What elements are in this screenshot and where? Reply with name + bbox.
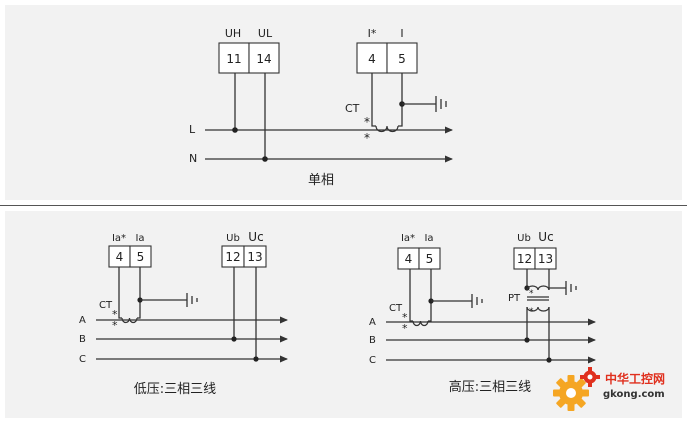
single-phase-panel	[5, 5, 682, 200]
terminal-box-13	[243, 245, 267, 268]
single-phase-diagram: UH UL I* I 11 14 4 5 CT * *	[189, 27, 453, 188]
ct-label: CT	[99, 300, 113, 311]
ct-polarity-mark-2: *	[364, 131, 370, 145]
terminal-box-5	[386, 42, 418, 74]
terminal-box-4	[356, 42, 388, 74]
line-label-l: L	[189, 123, 196, 136]
pt-label: PT	[508, 293, 521, 304]
pt-polarity-mark-1: *	[529, 289, 534, 299]
wire-ia-star-to-ct	[118, 267, 122, 319]
junction-dot	[232, 127, 238, 133]
line-label-b: B	[79, 334, 86, 345]
junction-dot	[524, 337, 530, 343]
terminal-label-uh: UH	[225, 27, 241, 40]
high-voltage-diagram: Ia* Ia Ub Uc 4 5 12 13 CT * *	[369, 230, 596, 395]
caption-low-voltage: 低压:三相三线	[134, 382, 216, 397]
terminal-box-13	[534, 247, 557, 270]
terminal-label-ia-star: Ia*	[112, 233, 126, 244]
ct-polarity-mark-1: *	[402, 311, 408, 324]
terminal-number-13: 13	[247, 250, 262, 264]
terminal-label-i-star: I*	[368, 27, 377, 40]
terminal-number-5: 5	[398, 52, 406, 66]
wire-ia-to-ct	[137, 267, 141, 319]
watermark-text: 中华工控网	[605, 371, 665, 386]
terminal-label-ia: Ia	[424, 233, 433, 244]
line-label-b: B	[369, 335, 376, 346]
caption-high-voltage: 高压:三相三线	[449, 379, 531, 395]
junction-dot	[262, 156, 268, 162]
pt-polarity-mark-2: *	[529, 307, 534, 317]
terminal-label-uc: Uc	[538, 230, 553, 244]
junction-dot	[253, 356, 259, 362]
line-label-n: N	[189, 152, 197, 165]
line-label-a: A	[79, 315, 86, 326]
terminal-number-4: 4	[368, 52, 376, 66]
terminal-label-ub: Ub	[226, 233, 240, 244]
ct-label: CT	[389, 303, 403, 314]
gear-icon	[580, 367, 600, 387]
caption-single-phase: 单相	[308, 173, 334, 188]
junction-dot	[546, 357, 552, 363]
ct-coil	[121, 317, 138, 324]
terminal-number-12: 12	[517, 252, 532, 266]
gear-icon	[553, 375, 589, 411]
terminal-number-5: 5	[137, 250, 145, 264]
ct-polarity-mark-2: *	[112, 319, 118, 332]
wire-ia-to-ct	[428, 269, 432, 322]
ground-icon	[565, 281, 577, 295]
low-voltage-diagram: Ia* Ia Ub Uc 4 5 12 13 CT * *	[79, 230, 288, 397]
terminal-number-11: 11	[226, 52, 241, 66]
terminal-label-ia: Ia	[135, 233, 144, 244]
ct-polarity-mark-2: *	[402, 322, 408, 335]
terminal-box-14	[248, 42, 280, 74]
line-label-a: A	[369, 317, 376, 328]
line-label-c: C	[369, 355, 376, 366]
ct-polarity-mark-1: *	[112, 308, 118, 321]
terminal-number-4: 4	[405, 252, 413, 266]
terminal-number-5: 5	[426, 252, 434, 266]
terminal-box-5	[418, 247, 441, 270]
ct-label: CT	[345, 102, 360, 115]
ground-icon	[435, 96, 447, 112]
terminal-number-13: 13	[538, 252, 553, 266]
pt-transformer	[526, 285, 550, 312]
ct-coil	[412, 320, 429, 327]
terminal-label-ul: UL	[258, 27, 273, 40]
wire-5-to-ct	[398, 73, 403, 127]
section-divider	[0, 205, 687, 206]
terminal-label-ub: Ub	[517, 233, 531, 244]
ct-coil	[375, 125, 399, 133]
wire-4-to-ct	[371, 73, 376, 127]
line-label-c: C	[79, 354, 86, 365]
watermark: 中华工控网 gkong.com	[553, 367, 665, 411]
terminal-label-uc: Uc	[248, 230, 263, 244]
terminal-number-4: 4	[116, 250, 124, 264]
terminal-number-12: 12	[225, 250, 240, 264]
watermark-url: gkong.com	[603, 389, 665, 400]
ground-icon	[186, 293, 198, 307]
ct-polarity-mark-1: *	[364, 115, 370, 129]
terminal-number-14: 14	[256, 52, 271, 66]
terminal-label-i: I	[400, 27, 403, 40]
wire-ia-star-to-ct	[409, 269, 413, 322]
terminal-label-ia-star: Ia*	[401, 233, 415, 244]
junction-dot	[231, 336, 237, 342]
ground-icon	[471, 294, 483, 308]
